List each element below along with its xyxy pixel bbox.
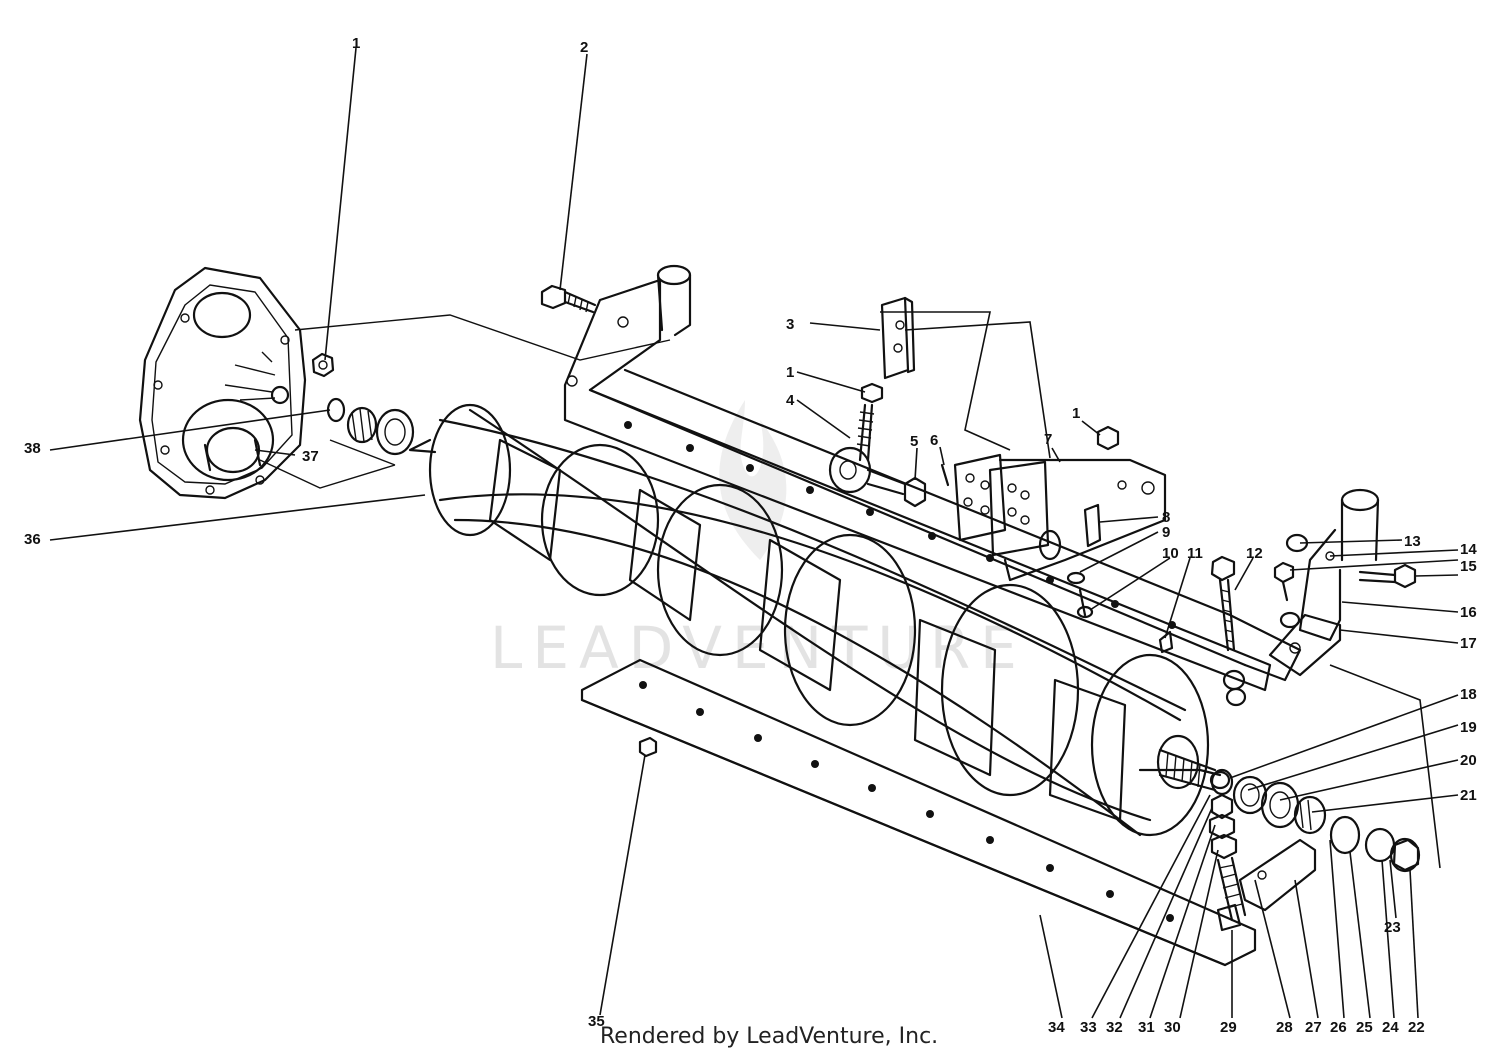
callout-29: 29 bbox=[1220, 1019, 1237, 1036]
bolt-part-14 bbox=[1273, 561, 1295, 602]
callout-14: 14 bbox=[1460, 541, 1477, 558]
callout-26: 26 bbox=[1330, 1019, 1347, 1036]
callout-7: 7 bbox=[1044, 431, 1052, 448]
pin-part-6 bbox=[940, 463, 950, 487]
callout-13: 13 bbox=[1404, 533, 1421, 550]
callout-37: 37 bbox=[302, 448, 319, 465]
bracket-part-3 bbox=[880, 296, 916, 380]
callout-9: 9 bbox=[1162, 524, 1170, 541]
callout-25: 25 bbox=[1356, 1019, 1373, 1036]
mounting-plate bbox=[953, 453, 1050, 557]
end-bracket-right bbox=[1268, 488, 1380, 677]
callout-22: 22 bbox=[1408, 1019, 1425, 1036]
callout-27: 27 bbox=[1305, 1019, 1322, 1036]
callout-5: 5 bbox=[910, 433, 918, 450]
callout-21: 21 bbox=[1460, 787, 1477, 804]
callout-10: 10 bbox=[1162, 545, 1179, 562]
lower-adjuster bbox=[1208, 770, 1317, 932]
callout-16: 16 bbox=[1460, 604, 1477, 621]
bolt-part-10 bbox=[1076, 588, 1094, 619]
render-credit: Rendered by LeadVenture, Inc. bbox=[600, 1024, 939, 1049]
callout-1b: 1 bbox=[786, 364, 794, 381]
bolt-part-15 bbox=[1358, 563, 1417, 589]
callout-38: 38 bbox=[24, 440, 41, 457]
callout-labels: 1 2 3 1 4 5 6 7 1 8 9 10 11 12 13 14 15 … bbox=[24, 35, 1477, 1036]
callout-35: 35 bbox=[588, 1013, 605, 1030]
nut-part-1-upper bbox=[860, 382, 884, 404]
callout-28: 28 bbox=[1276, 1019, 1293, 1036]
reel-assembly bbox=[408, 403, 1234, 837]
bearing-stack-right bbox=[1232, 775, 1421, 873]
screw-part-35 bbox=[638, 736, 658, 758]
callout-23: 23 bbox=[1384, 919, 1401, 936]
callout-18: 18 bbox=[1460, 686, 1477, 703]
callout-24: 24 bbox=[1382, 1019, 1399, 1036]
bracket-part-7 bbox=[998, 458, 1167, 582]
leader-bearing-group bbox=[259, 439, 396, 489]
nut-part-1-left bbox=[311, 352, 335, 378]
nut-part-1-right bbox=[1096, 425, 1120, 451]
watermark-text: LEADVENTURE bbox=[490, 614, 1027, 682]
callout-33: 33 bbox=[1080, 1019, 1097, 1036]
callout-4: 4 bbox=[786, 392, 795, 409]
callout-12: 12 bbox=[1246, 545, 1263, 562]
nut-part-5 bbox=[903, 476, 927, 508]
callout-31: 31 bbox=[1138, 1019, 1155, 1036]
bolt-part-2 bbox=[540, 284, 597, 314]
callout-34: 34 bbox=[1048, 1019, 1065, 1036]
bedknife bbox=[580, 658, 1257, 967]
callout-8: 8 bbox=[1162, 509, 1170, 526]
callout-15: 15 bbox=[1460, 558, 1477, 575]
callout-36: 36 bbox=[24, 531, 41, 548]
leader-lines bbox=[49, 47, 1459, 1019]
callout-32: 32 bbox=[1106, 1019, 1123, 1036]
callout-11: 11 bbox=[1187, 545, 1203, 562]
callout-20: 20 bbox=[1460, 752, 1477, 769]
leader-frame-left bbox=[294, 314, 671, 361]
callout-1c: 1 bbox=[1072, 405, 1080, 422]
callout-19: 19 bbox=[1460, 719, 1477, 736]
side-cover-plate bbox=[138, 266, 307, 500]
seal-ring-38 bbox=[326, 397, 346, 423]
callout-1a: 1 bbox=[352, 35, 360, 52]
callout-30: 30 bbox=[1164, 1019, 1181, 1036]
washer-part-9 bbox=[1066, 571, 1086, 585]
bearing-left bbox=[346, 406, 415, 456]
callout-17: 17 bbox=[1460, 635, 1477, 652]
callout-3: 3 bbox=[786, 316, 794, 333]
washer-part-17 bbox=[1279, 611, 1301, 629]
rod-end-part-4 bbox=[828, 403, 907, 496]
bolt-part-12 bbox=[1210, 555, 1247, 707]
callout-6: 6 bbox=[930, 432, 938, 449]
link-part-8 bbox=[1083, 503, 1102, 548]
callout-2: 2 bbox=[580, 39, 588, 56]
